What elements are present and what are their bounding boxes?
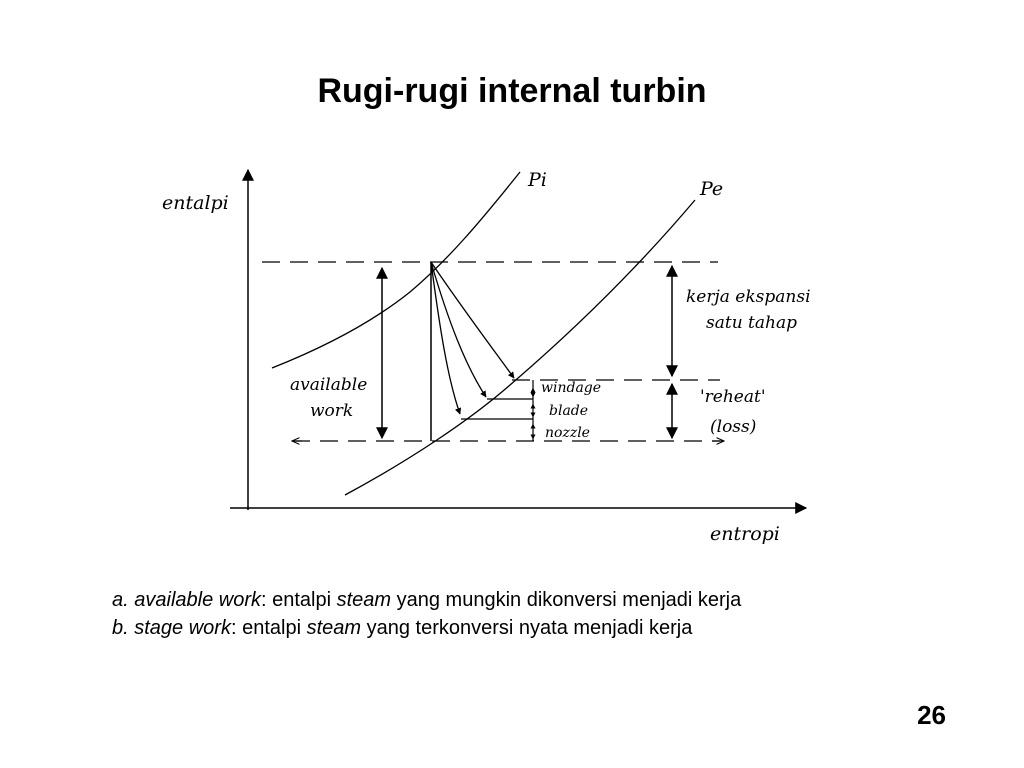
note-a-rest: yang mungkin dikonversi menjadi kerja bbox=[391, 589, 742, 611]
expansion-windage bbox=[430, 261, 515, 379]
expansion-nozzle bbox=[430, 261, 462, 415]
curve-pe bbox=[344, 199, 696, 496]
note-b-colon: : entalpi bbox=[230, 617, 307, 639]
note-stage-work: b. stage work: entalpi steam yang terkon… bbox=[112, 614, 741, 642]
curve-pi bbox=[271, 171, 521, 369]
note-a-colon: : entalpi bbox=[260, 589, 337, 611]
definition-notes: a. available work: entalpi steam yang mu… bbox=[112, 586, 741, 642]
available-work-label-line1: available bbox=[290, 375, 367, 395]
label-blade: blade bbox=[549, 403, 588, 419]
curve-pe-label: Pe bbox=[699, 178, 723, 200]
expansion-blade bbox=[430, 261, 487, 398]
label-nozzle: nozzle bbox=[545, 425, 590, 441]
note-a-prefix: a. bbox=[112, 589, 135, 611]
reheat-label-line1: 'reheat' bbox=[700, 387, 766, 407]
page-number: 26 bbox=[917, 700, 946, 730]
reheat-label-line2: (loss) bbox=[710, 417, 756, 437]
note-available-work: a. available work: entalpi steam yang mu… bbox=[112, 586, 741, 614]
curve-pi-label: Pi bbox=[527, 169, 547, 191]
note-b-steam: steam bbox=[306, 617, 362, 639]
stage-work-label-line1: kerja ekspansi bbox=[686, 287, 811, 307]
note-b-prefix: b. bbox=[112, 617, 135, 639]
note-b-term: stage work bbox=[134, 617, 231, 639]
label-windage: windage bbox=[541, 380, 601, 396]
y-axis-label: entalpi bbox=[162, 192, 229, 214]
note-a-term: available work bbox=[134, 589, 261, 611]
stage-work-label-line2: satu tahap bbox=[706, 313, 797, 333]
available-work-label-line2: work bbox=[310, 401, 353, 421]
note-b-rest: yang terkonversi nyata menjadi kerja bbox=[361, 617, 693, 639]
note-a-steam: steam bbox=[336, 589, 392, 611]
slide-title: Rugi-rugi internal turbin bbox=[317, 72, 707, 110]
x-axis-label: entropi bbox=[710, 523, 780, 545]
